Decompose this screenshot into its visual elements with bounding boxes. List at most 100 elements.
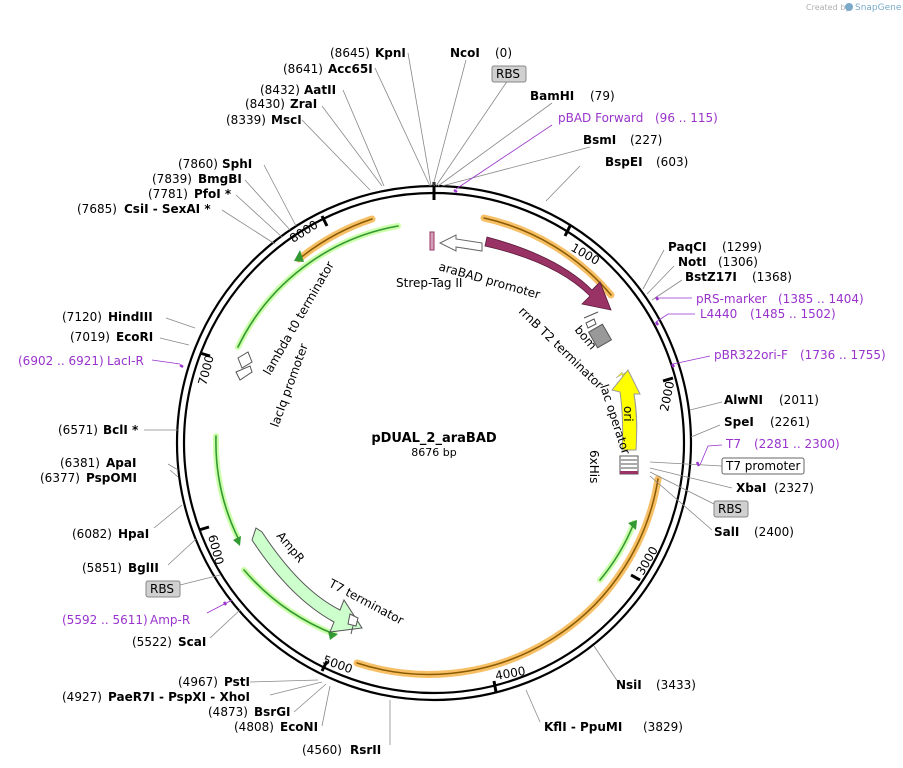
green-arrowhead-4	[628, 520, 637, 530]
site-kflI-pos: (3829)	[643, 720, 683, 734]
site-notI-name: NotI	[678, 255, 707, 269]
lacIq-promoter-icon	[235, 365, 253, 381]
site-bmgBI-pos: (7839)	[152, 172, 192, 186]
site-rsrII-name: RsrII	[350, 743, 381, 757]
primer-pbad-name: pBAD Forward	[558, 111, 643, 125]
site-bsmI-name: BsmI	[583, 133, 616, 147]
strep-tag-box	[429, 231, 435, 251]
site-pstI-name: PstI	[224, 675, 250, 689]
primer-t7-range: (2281 .. 2300)	[754, 437, 840, 451]
site-hindIII-name: HindIII	[108, 310, 153, 324]
rbs-label-left: RBS	[150, 582, 174, 596]
site-kpnI-name: KpnI	[375, 46, 406, 60]
site-bglII-name: BglII	[128, 561, 159, 575]
site-xbaI-pos: (2327)	[774, 481, 814, 495]
rrnB-terminator-icon	[585, 318, 597, 329]
site-sphI-pos: (7860)	[178, 157, 218, 171]
site-pfoI-name: PfoI *	[194, 187, 232, 201]
green-arcs	[212, 223, 637, 640]
site-paeR7I-name: PaeR7I - PspXI - XhoI	[108, 690, 250, 704]
green-arc-lambda-line	[237, 225, 399, 348]
site-ecoNI-name: EcoNI	[280, 720, 318, 734]
green-arrowhead-1	[294, 250, 304, 262]
site-pspOMI-pos: (6377)	[40, 471, 80, 485]
site-nsiI-pos: (3433)	[656, 678, 696, 692]
orange-arc-2-line	[356, 478, 659, 676]
tick-2000	[662, 376, 674, 383]
site-paqCI-name: PaqCI	[668, 240, 706, 254]
green-arc-lacIq-line	[215, 435, 239, 539]
site-xbaI-name: XbaI	[736, 481, 766, 495]
site-bsrGI-name: BsrGI	[254, 705, 291, 719]
ori-label: ori	[621, 406, 635, 422]
site-speI-name: SpeI	[724, 415, 754, 429]
primer-prs-name: pRS-marker	[696, 292, 767, 306]
primer-l4440-range: (1485 .. 1502)	[750, 307, 836, 321]
rrnB-marker	[583, 311, 599, 319]
site-bstZ17I-name: BstZ17I	[685, 270, 737, 284]
primer-l4440-name: L4440	[700, 307, 737, 321]
site-csiI-name: CsiI - SexAI *	[124, 202, 211, 216]
primer-laci-range: (6902 .. 6921)	[18, 354, 104, 368]
credit-prefix: Created by	[806, 3, 850, 12]
strep-tag-label: Strep-Tag II	[396, 276, 462, 290]
site-zraI-pos: (8430)	[245, 97, 285, 111]
primer-ampr-range: (5592 .. 5611)	[62, 613, 148, 627]
site-bstZ17I-pos: (1368)	[752, 270, 792, 284]
t7-promoter-label: T7 promoter	[725, 459, 801, 473]
site-kpnI-pos: (8645)	[330, 46, 370, 60]
site-bglII-pos: (5851)	[82, 561, 122, 575]
plasmid-name: pDUAL_2_araBAD	[371, 431, 497, 446]
site-ncoI-pos: (0)	[495, 46, 512, 60]
t7-promoter-box	[721, 457, 805, 475]
green-arrowhead-2	[233, 536, 241, 546]
primer-pbr322-range: (1736 .. 1755)	[800, 348, 886, 362]
orange-arc-2	[353, 475, 662, 678]
bom-box	[587, 323, 613, 349]
site-bspEI-pos: (603)	[656, 155, 688, 169]
green-arc-lacIq	[212, 433, 241, 541]
bom-label: bom	[572, 323, 600, 352]
his-tag-box	[620, 471, 638, 474]
site-csiI-pos: (7685)	[77, 202, 117, 216]
credit-brand: SnapGene	[855, 3, 902, 13]
primer-t7-name: T7	[725, 437, 741, 451]
ori-arrow	[611, 369, 641, 451]
ampR-arrow	[251, 527, 363, 633]
primer-ampr-name: Amp-R	[150, 613, 190, 627]
site-ecoNI-pos: (4808)	[234, 720, 274, 734]
rbs-label-top: RBS	[496, 67, 520, 81]
site-alwNI-name: AlwNI	[724, 393, 763, 407]
site-hpaI-name: HpaI	[118, 527, 149, 541]
site-ecoRI-name: EcoRI	[116, 330, 153, 344]
tick-7000	[199, 351, 211, 358]
lambda-terminator-icon	[237, 351, 253, 369]
site-mscI-pos: (8339)	[226, 113, 266, 127]
site-notI-pos: (1306)	[718, 255, 758, 269]
site-apaI-name: ApaI	[106, 456, 136, 470]
araC-arrow	[484, 236, 612, 311]
primer-laci-name: LacI-R	[107, 354, 144, 368]
tick-3000	[630, 573, 641, 582]
site-kflI-name: KflI - PpuMI	[544, 720, 622, 734]
site-salI-pos: (2400)	[754, 525, 794, 539]
primer-markers	[179, 188, 701, 606]
site-acc65I-name: Acc65I	[328, 62, 373, 76]
site-bamHI-pos: (79)	[590, 89, 615, 103]
site-pfoI-pos: (7781)	[148, 187, 188, 201]
green-arc-ampR-line	[243, 569, 335, 635]
araBAD-promoter-arrow	[438, 234, 483, 252]
site-bclI-name: BclI *	[103, 423, 139, 437]
rbs-box-top	[491, 65, 527, 83]
primer-pbad-range: (96 .. 115)	[655, 111, 718, 125]
site-aatII-pos: (8432)	[260, 83, 300, 97]
rbs-box-right	[713, 500, 749, 518]
orange-arc-3-line	[298, 218, 373, 260]
orange-highlight-arcs	[295, 214, 662, 678]
site-nsiI-name: NsiI	[616, 678, 642, 692]
leader-lines	[144, 52, 733, 745]
rbs-box-left	[145, 580, 181, 598]
tick-label-2000: 2000	[657, 380, 677, 413]
site-mscI-name: MscI	[271, 113, 302, 127]
